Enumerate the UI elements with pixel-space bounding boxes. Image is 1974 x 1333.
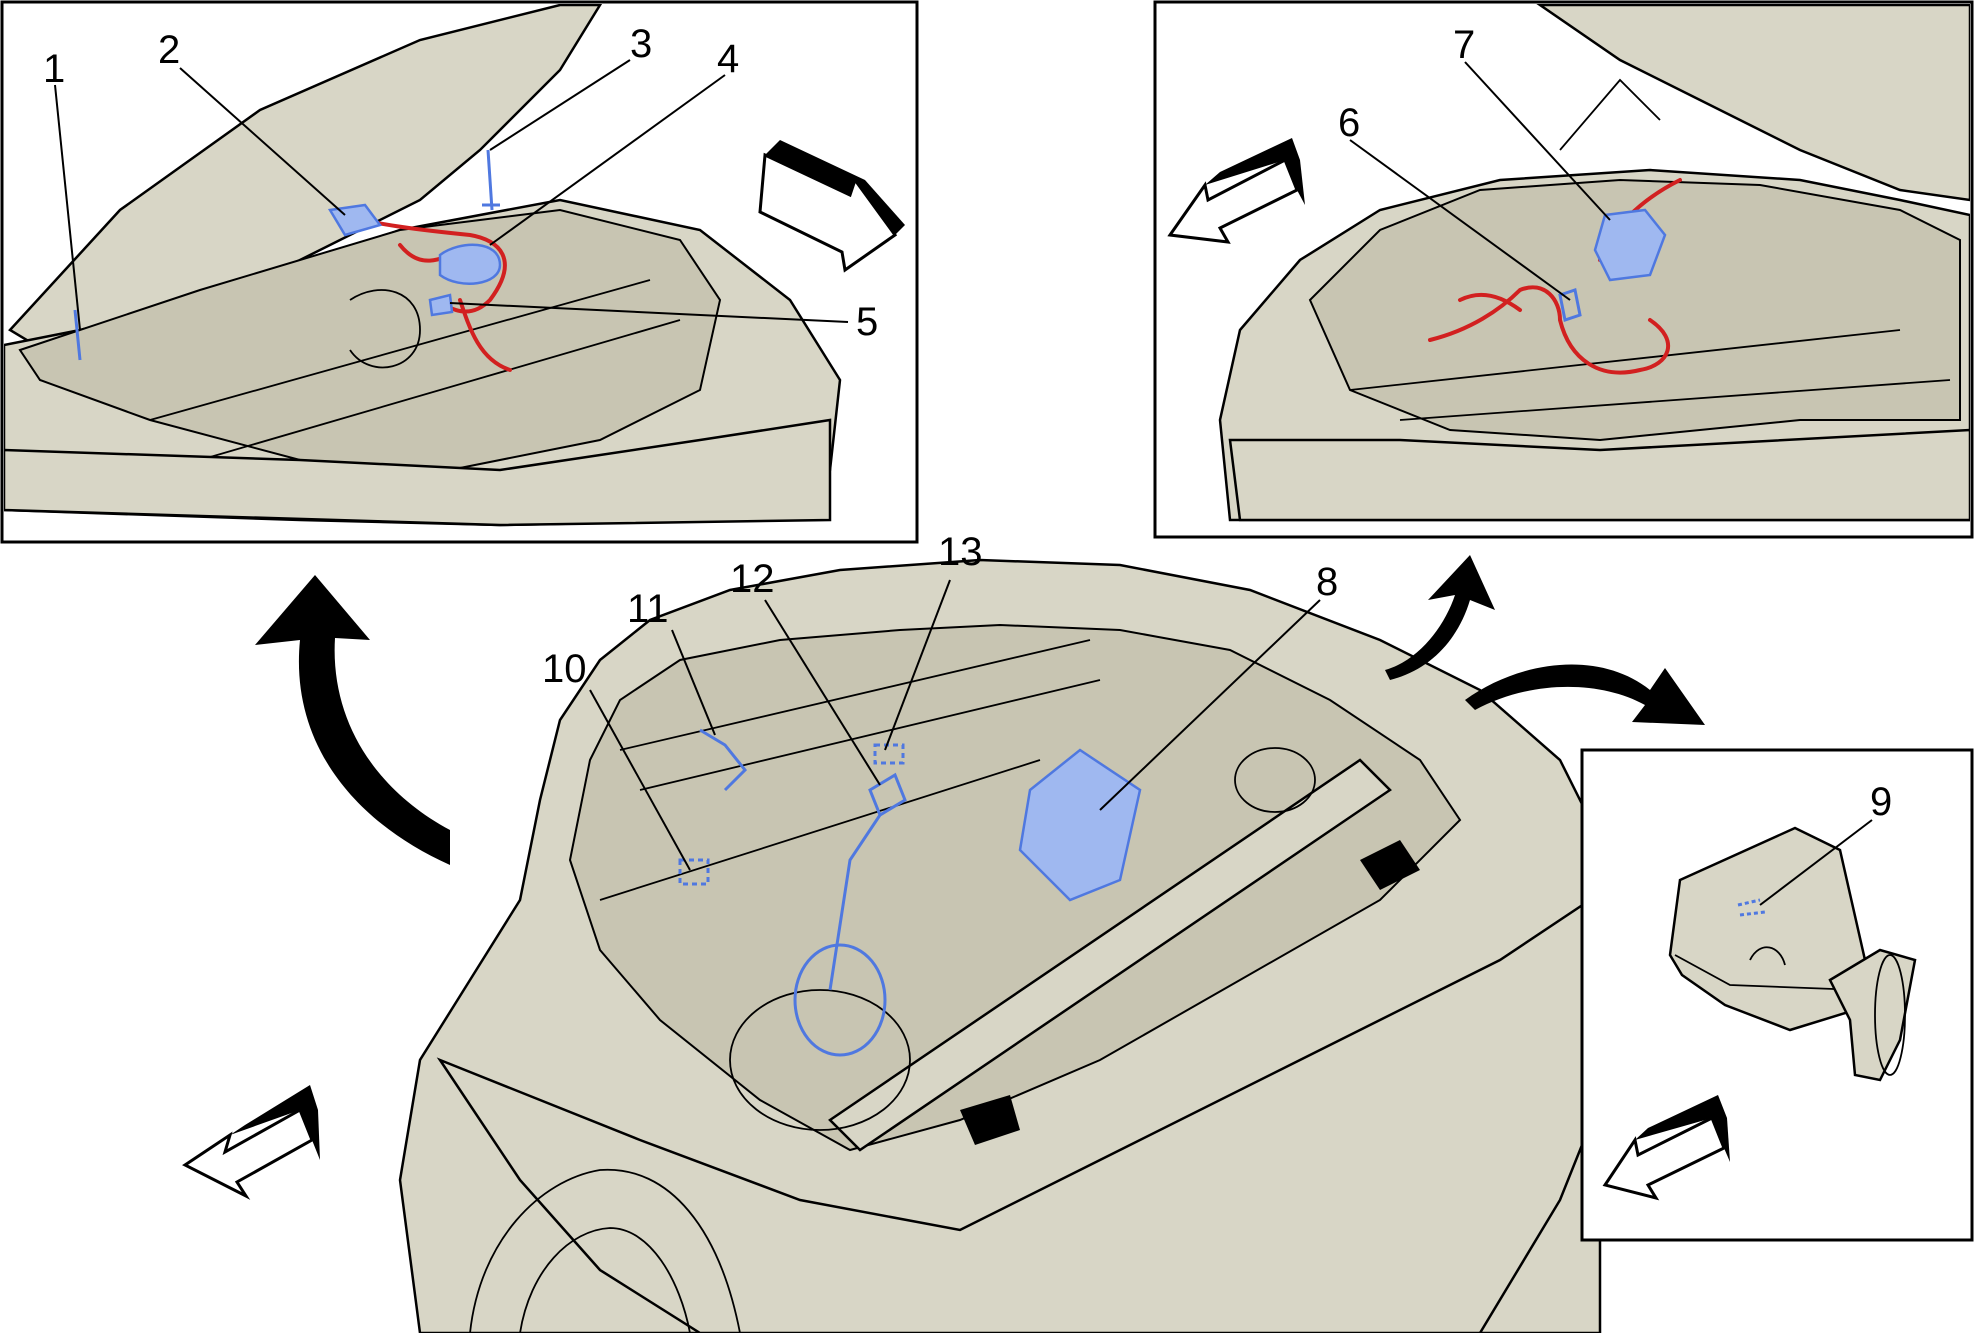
leader-11 [671, 629, 716, 736]
arrow-to-right-inset [1385, 555, 1495, 680]
inset3-intake-duct [1828, 948, 1917, 1082]
component-13-location [873, 743, 905, 765]
inset3-duct-opening [1874, 954, 1906, 1076]
callout-6: 6 [1338, 101, 1360, 145]
main-vehicle-view: 10 11 12 13 8 [182, 530, 1602, 1333]
component-8-module [1018, 748, 1142, 902]
leader-9 [1759, 819, 1873, 906]
callout-1: 1 [43, 47, 65, 91]
inset2-direction-arrow [1167, 138, 1305, 244]
inset1-component-3 [482, 149, 500, 211]
arrow-to-bottom-right-inset [1465, 664, 1705, 725]
component-10-location [678, 858, 710, 886]
inset2-bumper-lower [1228, 428, 1970, 522]
strut-bar [828, 758, 1392, 1152]
forward-direction-arrow-main [182, 1085, 320, 1200]
inset3-direction-arrow [1602, 1095, 1730, 1201]
callout-7: 7 [1453, 23, 1475, 67]
strut-mount [1234, 747, 1316, 813]
callout-11: 11 [627, 587, 669, 631]
inset1-component-1 [73, 309, 82, 361]
callout-2: 2 [158, 28, 180, 72]
callout-5: 5 [856, 300, 878, 344]
leader-13 [884, 579, 951, 751]
leader-8 [1099, 599, 1321, 811]
component-11-sensor [699, 728, 748, 792]
inset2-engine-bay [1308, 178, 1961, 442]
inset-top-left: 1 2 3 4 5 [0, 0, 919, 544]
callout-4: 4 [717, 37, 739, 81]
radiator-support [599, 639, 1101, 901]
callout-8: 8 [1316, 560, 1338, 604]
inset1-component-4 [438, 243, 502, 285]
cooling-fan [729, 989, 911, 1131]
leader-6 [1349, 139, 1571, 301]
arrow-to-left-inset [255, 575, 450, 865]
leader-2 [179, 67, 346, 216]
inset3-hose-clamp [1749, 946, 1786, 966]
leader-4 [489, 74, 726, 246]
inset-bottom-right: 9 [1580, 748, 1974, 1242]
leader-1 [54, 84, 81, 331]
inset2-component-6 [1558, 288, 1582, 322]
callout-3: 3 [630, 22, 652, 66]
inset1-component-5 [428, 293, 454, 317]
leader-5 [449, 302, 849, 323]
inset1-direction-arrow [758, 140, 905, 273]
wheel-spoke-detail [519, 1227, 691, 1333]
leader-7 [1464, 61, 1611, 221]
leader-12 [764, 599, 881, 786]
component-12-fan-highlight [793, 943, 887, 1057]
inset1-detail [149, 279, 681, 461]
inset2-component-7 [1593, 208, 1667, 282]
callout-9: 9 [1870, 780, 1892, 824]
inset3-component-9 [1737, 898, 1766, 917]
inset2-detail [1349, 78, 1951, 421]
component-12-connector [828, 772, 907, 991]
inset2-raised-hood [1536, 4, 1970, 202]
inset3-housing-seam [1674, 954, 1861, 991]
callout-13: 13 [938, 530, 983, 574]
callout-12: 12 [730, 557, 775, 601]
leader-3 [489, 59, 631, 151]
inset-top-right: 6 7 [1153, 0, 1974, 539]
engine-bay [568, 623, 1462, 1152]
inset1-bumper-lower [4, 418, 832, 527]
vent-right [1360, 840, 1420, 890]
front-wheel [469, 1168, 741, 1333]
callout-10: 10 [542, 647, 587, 691]
vent-left [960, 1095, 1020, 1145]
leader-10 [589, 689, 691, 871]
